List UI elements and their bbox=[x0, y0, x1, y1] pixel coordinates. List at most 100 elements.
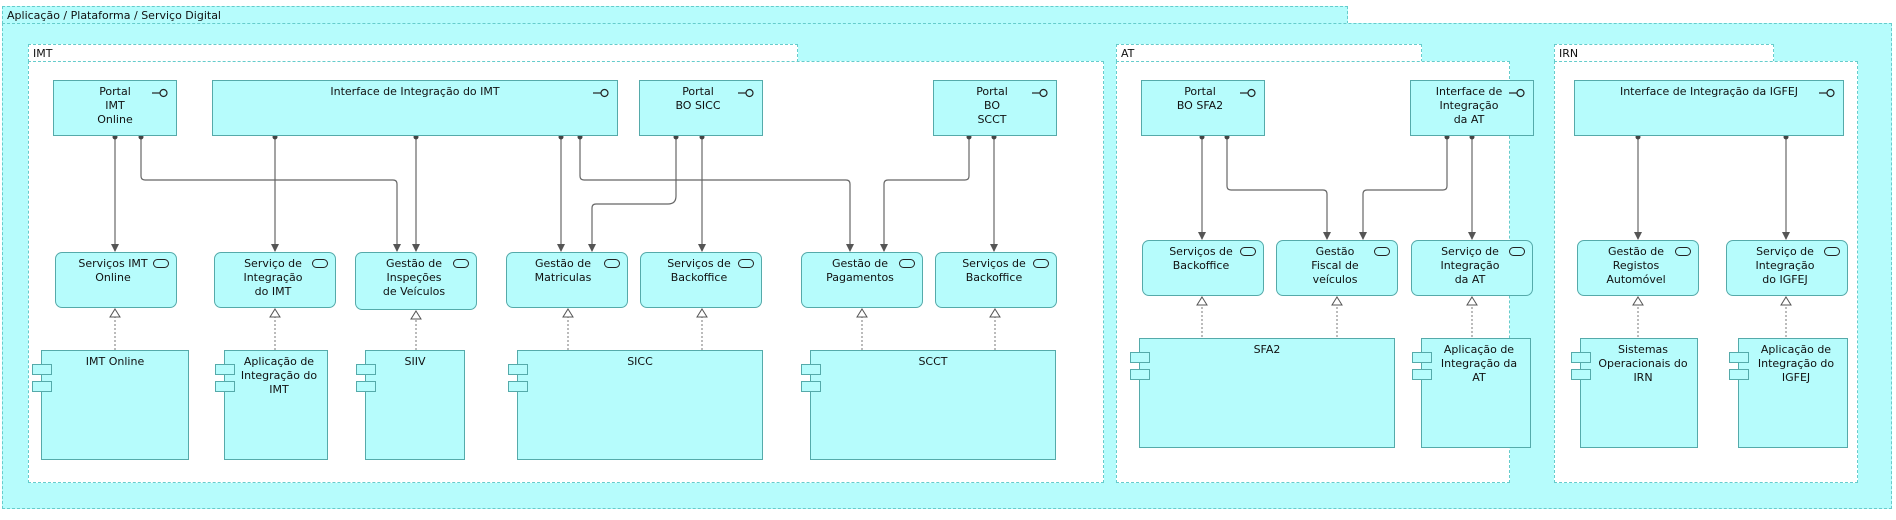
application-service-icon bbox=[1240, 247, 1256, 256]
servicos-backoffice-sicc[interactable]: Serviços de Backoffice bbox=[640, 252, 762, 308]
gestao-fiscal-veiculos-label: Gestão Fiscal de veículos bbox=[1311, 245, 1359, 286]
servicos-backoffice-sfa2[interactable]: Serviços de Backoffice bbox=[1142, 240, 1264, 296]
application-service-icon bbox=[604, 259, 620, 268]
serving-connector[interactable] bbox=[1359, 134, 1450, 240]
provided-interface-icon bbox=[152, 88, 168, 98]
application-component-icon bbox=[1412, 352, 1432, 363]
application-component-icon bbox=[1571, 369, 1591, 380]
portal-bo-sicc[interactable]: Portal BO SICC bbox=[639, 80, 763, 136]
gestao-fiscal-veiculos[interactable]: Gestão Fiscal de veículos bbox=[1276, 240, 1398, 296]
portal-bo-scct[interactable]: Portal BO SCCT bbox=[933, 80, 1057, 136]
serving-connector[interactable] bbox=[1224, 134, 1331, 240]
application-component-icon bbox=[356, 364, 376, 375]
servicos-imt-online-label: Serviços IMT Online bbox=[78, 257, 148, 284]
imt-online-component[interactable]: IMT Online bbox=[32, 350, 189, 460]
serving-connector[interactable] bbox=[880, 134, 972, 252]
serving-connector[interactable] bbox=[577, 134, 854, 252]
application-service-icon bbox=[1675, 247, 1691, 256]
servico-integracao-at[interactable]: Serviço de Integração da AT bbox=[1411, 240, 1533, 296]
application-service-icon bbox=[312, 259, 328, 268]
aplicacao-integracao-imt-component[interactable]: Aplicação de Integração do IMT bbox=[215, 350, 328, 460]
application-component-icon bbox=[32, 364, 52, 375]
application-component-icon bbox=[1130, 352, 1150, 363]
application-component-icon bbox=[1729, 352, 1749, 363]
gestao-inspecoes-veiculos-label: Gestão de Inspeções de Veículos bbox=[382, 257, 446, 298]
sfa2-label: SFA2 bbox=[1253, 343, 1281, 356]
application-component-icon bbox=[215, 364, 235, 375]
scct-component[interactable]: SCCT bbox=[801, 350, 1056, 460]
servicos-backoffice-scct[interactable]: Serviços de Backoffice bbox=[935, 252, 1057, 308]
interface-integracao-igfej-label: Interface de Integração da IGFEJ bbox=[1619, 85, 1799, 98]
aplicacao-integracao-igfej-component[interactable]: Aplicação de Integração do IGFEJ bbox=[1729, 338, 1848, 448]
interface-integracao-at-label: Interface de Integração da AT bbox=[1435, 85, 1503, 126]
at-group-tab: AT bbox=[1116, 44, 1422, 62]
aplicacao-integracao-at-label: Aplicação de Integração da AT bbox=[1440, 343, 1518, 384]
gestao-registos-automovel-label: Gestão de Registos Automóvel bbox=[1606, 245, 1666, 286]
aplicacao-integracao-igfej-label: Aplicação de Integração do IGFEJ bbox=[1757, 343, 1835, 384]
portal-bo-sicc-label: Portal BO SICC bbox=[675, 85, 721, 112]
application-service-icon bbox=[899, 259, 915, 268]
servico-integracao-igfej[interactable]: Serviço de Integração do IGFEJ bbox=[1726, 240, 1848, 296]
application-component-icon bbox=[508, 364, 528, 375]
servico-integracao-imt[interactable]: Serviço de Integração do IMT bbox=[214, 252, 336, 308]
servicos-imt-online[interactable]: Serviços IMT Online bbox=[55, 252, 177, 308]
interface-integracao-igfej[interactable]: Interface de Integração da IGFEJ bbox=[1574, 80, 1844, 136]
gestao-matriculas[interactable]: Gestão de Matriculas bbox=[506, 252, 628, 308]
root-group-tab: Aplicação / Plataforma / Serviço Digital bbox=[2, 6, 1348, 24]
application-service-icon bbox=[453, 259, 469, 268]
application-service-icon bbox=[153, 259, 169, 268]
provided-interface-icon bbox=[1819, 88, 1835, 98]
portal-imt-online[interactable]: Portal IMT Online bbox=[53, 80, 177, 136]
application-component-icon bbox=[508, 381, 528, 392]
application-component-icon bbox=[1412, 369, 1432, 380]
application-service-icon bbox=[1509, 247, 1525, 256]
imt-online-label: IMT Online bbox=[85, 355, 145, 368]
application-component-icon bbox=[1571, 352, 1591, 363]
application-service-icon bbox=[738, 259, 754, 268]
application-component-icon bbox=[1130, 369, 1150, 380]
scct-label: SCCT bbox=[918, 355, 948, 368]
application-component-icon bbox=[356, 381, 376, 392]
application-component-icon bbox=[215, 381, 235, 392]
provided-interface-icon bbox=[593, 88, 609, 98]
provided-interface-icon bbox=[1032, 88, 1048, 98]
application-service-icon bbox=[1374, 247, 1390, 256]
gestao-inspecoes-veiculos[interactable]: Gestão de Inspeções de Veículos bbox=[355, 252, 477, 310]
gestao-pagamentos[interactable]: Gestão de Pagamentos bbox=[801, 252, 923, 308]
gestao-matriculas-label: Gestão de Matriculas bbox=[534, 257, 592, 284]
gestao-pagamentos-label: Gestão de Pagamentos bbox=[826, 257, 894, 284]
application-component-icon bbox=[801, 364, 821, 375]
aplicacao-integracao-imt-label: Aplicação de Integração do IMT bbox=[240, 355, 318, 396]
gestao-registos-automovel[interactable]: Gestão de Registos Automóvel bbox=[1577, 240, 1699, 296]
application-component-icon bbox=[32, 381, 52, 392]
sicc-component[interactable]: SICC bbox=[508, 350, 763, 460]
interface-integracao-imt-label: Interface de Integração do IMT bbox=[330, 85, 500, 98]
interface-integracao-at[interactable]: Interface de Integração da AT bbox=[1410, 80, 1534, 136]
servico-integracao-imt-label: Serviço de Integração do IMT bbox=[243, 257, 303, 298]
portal-bo-sfa2[interactable]: Portal BO SFA2 bbox=[1141, 80, 1265, 136]
sistemas-operacionais-irn-component[interactable]: Sistemas Operacionais do IRN bbox=[1571, 338, 1698, 448]
sicc-label: SICC bbox=[627, 355, 653, 368]
servico-integracao-igfej-label: Serviço de Integração do IGFEJ bbox=[1755, 245, 1815, 286]
root-group-title: Aplicação / Plataforma / Serviço Digital bbox=[7, 9, 221, 22]
sistemas-operacionais-irn-label: Sistemas Operacionais do IRN bbox=[1598, 343, 1688, 384]
siiv-component[interactable]: SIIV bbox=[356, 350, 465, 460]
provided-interface-icon bbox=[1240, 88, 1256, 98]
application-service-icon bbox=[1033, 259, 1049, 268]
serving-connector[interactable] bbox=[588, 134, 679, 252]
servicos-backoffice-scct-label: Serviços de Backoffice bbox=[962, 257, 1026, 284]
application-component-icon bbox=[801, 381, 821, 392]
irn-group-title: IRN bbox=[1559, 47, 1579, 60]
provided-interface-icon bbox=[738, 88, 754, 98]
portal-bo-scct-label: Portal BO SCCT bbox=[976, 85, 1008, 126]
application-component-icon bbox=[1729, 369, 1749, 380]
interface-integracao-imt[interactable]: Interface de Integração do IMT bbox=[212, 80, 618, 136]
serving-connector[interactable] bbox=[138, 134, 401, 252]
at-group-title: AT bbox=[1121, 47, 1135, 60]
servicos-backoffice-sfa2-label: Serviços de Backoffice bbox=[1169, 245, 1233, 272]
irn-group-tab: IRN bbox=[1554, 44, 1774, 62]
imt-group-tab: IMT bbox=[28, 44, 798, 62]
aplicacao-integracao-at-component[interactable]: Aplicação de Integração da AT bbox=[1412, 338, 1531, 448]
sfa2-component[interactable]: SFA2 bbox=[1130, 338, 1395, 448]
